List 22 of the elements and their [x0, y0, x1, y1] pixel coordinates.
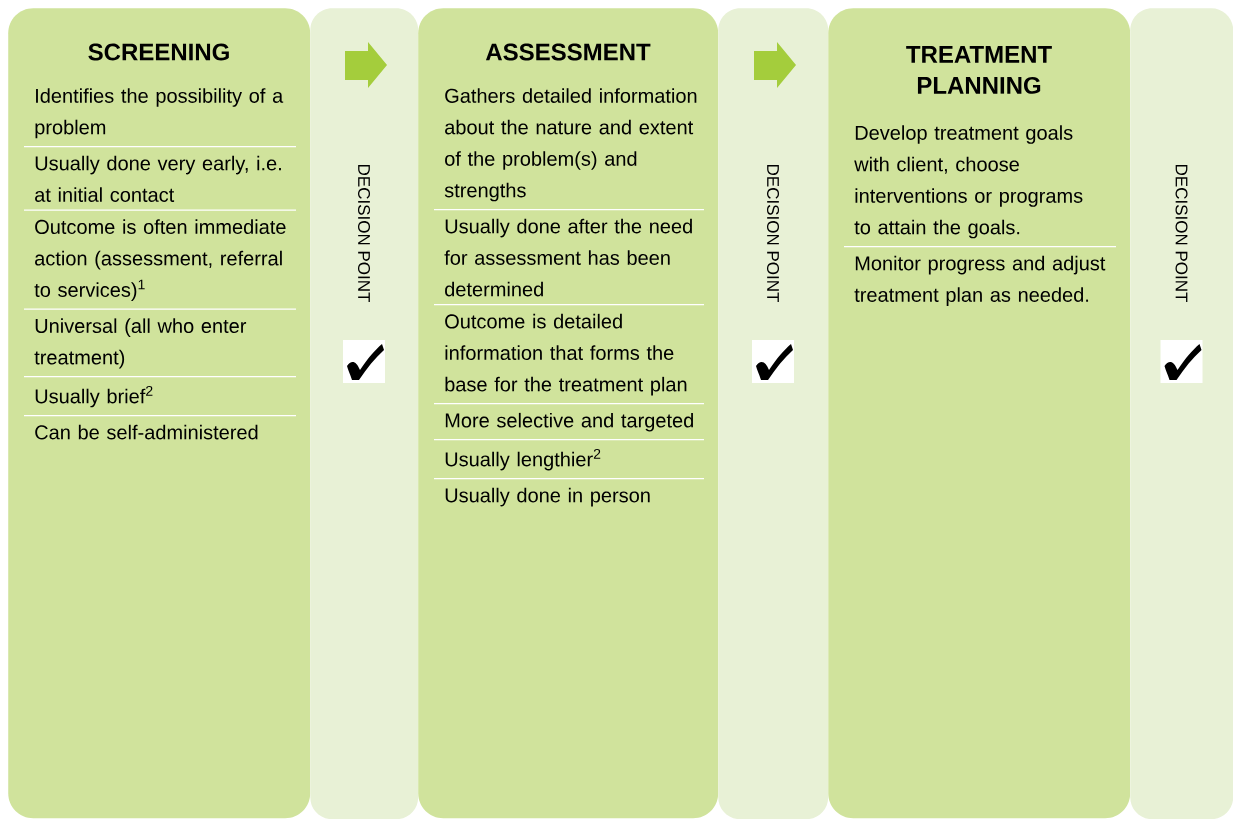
- list-item: Identifies the possibility of a problem: [35, 88, 284, 139]
- list-item: Universal (all who enter treatment): [34, 318, 247, 369]
- column-heading: SCREENING: [88, 43, 229, 61]
- vertical-label: DECISION POINT: [1175, 164, 1188, 302]
- list-item: Can be self-administered: [35, 424, 258, 440]
- list-item: Usually done after the need for assessment has been determined: [444, 218, 692, 297]
- list-item: More selective and targeted: [445, 412, 693, 432]
- list-item: Usually done in person: [445, 487, 650, 507]
- list-item: Monitor progress and adjust treatment plan as needed.: [854, 255, 1106, 306]
- list-item: Outcome is often immediate action (assessment, referral to services)$^{1}$: [34, 219, 286, 301]
- list-item: Outcome is detailed information that forms the base for the treatment plan: [445, 313, 687, 396]
- vertical-label: DECISION POINT: [358, 164, 371, 302]
- column-heading: TREATMENT PLANNING: [906, 46, 1052, 94]
- arrow-icon: [345, 42, 387, 88]
- arrow-icon: [754, 42, 796, 88]
- column-heading: ASSESSMENT: [485, 43, 651, 61]
- list-item: Gathers detailed information about the nature and extent of the problem(s) and strengths: [444, 88, 697, 202]
- vertical-label: DECISION POINT: [767, 164, 780, 302]
- list-item: Usually done very early, i.e. at initial contact: [35, 155, 281, 202]
- list-item: Develop treatment goals with client, choose interventions or programs to attain the goals.: [854, 125, 1083, 239]
- list-item: Usually brief$^{2}$: [35, 385, 153, 408]
- list-item: Usually lengthier$^{2}$: [445, 448, 601, 471]
